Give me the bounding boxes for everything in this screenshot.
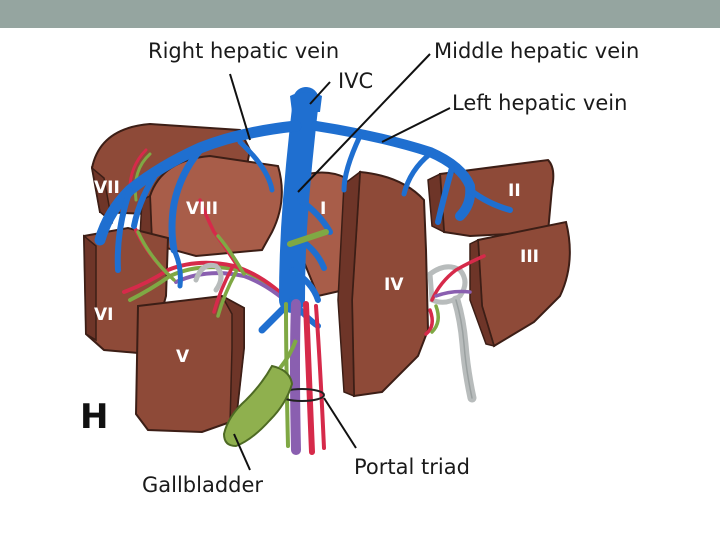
- segment-v-label: V: [176, 347, 190, 367]
- segment-i-label: I: [320, 199, 326, 219]
- leader-lines: [229, 53, 451, 471]
- segment-iii-block: [469, 220, 571, 348]
- segment-vii-label: VII: [94, 178, 120, 198]
- gallbladder-label: Gallbladder: [142, 473, 263, 497]
- portal-triad-label: Portal triad: [354, 455, 470, 479]
- segment-iii-label: III: [520, 247, 539, 267]
- panel-label: H: [80, 397, 108, 437]
- right-hepatic-vein-label: Right hepatic vein: [148, 39, 339, 63]
- portal-branches: [122, 148, 486, 403]
- middle-hepatic-vein-label: Middle hepatic vein: [434, 39, 639, 63]
- ivc-top: [290, 92, 322, 112]
- segment-vi-label: VI: [94, 305, 113, 325]
- top-bar: [0, 0, 720, 28]
- segment-v-block: [134, 294, 245, 434]
- ligament-bar: [287, 229, 329, 247]
- ivc-label: IVC: [338, 69, 373, 93]
- gallbladder-shape: [222, 339, 298, 448]
- segment-iv-label: IV: [384, 275, 404, 295]
- segment-viii-label: VIII: [186, 199, 218, 219]
- left-hepatic-vein-label: Left hepatic vein: [452, 91, 627, 115]
- segment-ii-label: II: [508, 181, 521, 201]
- segment-iv-block: [337, 170, 430, 398]
